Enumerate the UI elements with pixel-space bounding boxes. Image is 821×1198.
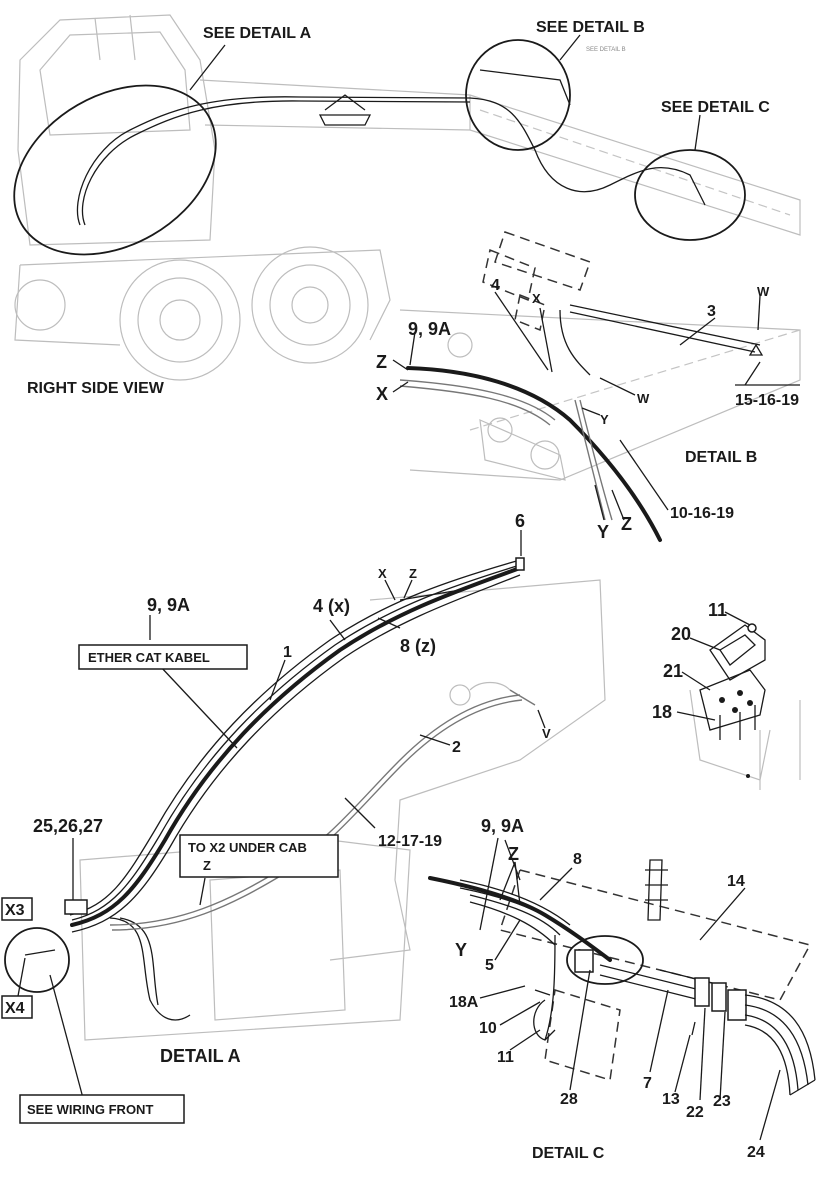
callout-z-b-2: Z: [621, 514, 632, 534]
callout-22: 22: [686, 1104, 704, 1121]
connector-6: [515, 557, 525, 571]
callout-23: 23: [713, 1093, 731, 1110]
callout-4-b: 4: [491, 277, 500, 294]
callout-z-a-small: Z: [409, 566, 417, 581]
callout-x-b: X: [376, 384, 388, 404]
callout-24: 24: [747, 1144, 765, 1161]
callout-21: 21: [663, 661, 683, 681]
callout-11-c: 11: [497, 1049, 514, 1066]
ether-cat-kabel-box: [78, 644, 248, 670]
callout-13: 13: [662, 1091, 680, 1108]
callout-20: 20: [671, 624, 691, 644]
callout-3-b: 3: [707, 303, 716, 320]
callout-25-26-27: 25,26,27: [33, 816, 103, 836]
x4-label: X4: [5, 1000, 25, 1017]
callout-9-9a-c: 9, 9A: [481, 816, 524, 836]
callout-y-b-small: Y: [600, 412, 609, 427]
detail-b-circle: [465, 39, 571, 151]
callout-14: 14: [727, 873, 745, 890]
to-x2-under-cab-label: TO X2 UNDER CAB: [188, 840, 307, 855]
callout-18a: 18A: [449, 994, 479, 1011]
callout-28: 28: [560, 1091, 578, 1108]
callout-10-c: 10: [479, 1020, 497, 1037]
callout-8-c: 8: [573, 851, 582, 868]
callout-x-a-small: X: [378, 566, 387, 581]
see-detail-a-label: SEE DETAIL A: [203, 25, 312, 42]
callout-4x: 4 (x): [313, 596, 350, 616]
see-wiring-front-label: SEE WIRING FRONT: [27, 1102, 153, 1117]
bracket-detail: 11 20 21 18: [652, 600, 801, 790]
callout-z-c: Z: [508, 844, 519, 864]
callout-z-b: Z: [376, 352, 387, 372]
detail-b-label: DETAIL B: [685, 449, 757, 466]
callout-w-b-top: W: [757, 284, 770, 299]
callout-18: 18: [652, 702, 672, 722]
detail-a-circle: [13, 84, 217, 256]
callout-1: 1: [283, 644, 292, 661]
connector-circle: [4, 927, 70, 993]
callout-2: 2: [452, 739, 461, 756]
see-detail-b-small-label: SEE DETAIL B: [586, 47, 626, 53]
callout-y-c: Y: [455, 940, 467, 960]
ether-cat-kabel-label: ETHER CAT KABEL: [88, 650, 210, 665]
callout-y-b: Y: [597, 522, 609, 542]
callout-5: 5: [485, 957, 494, 974]
see-detail-b-label: SEE DETAIL B: [536, 19, 645, 36]
callout-12-17-19: 12-17-19: [378, 833, 442, 850]
detail-a-label: DETAIL A: [160, 1046, 241, 1066]
callout-8z: 8 (z): [400, 636, 436, 656]
see-wiring-front-box: [19, 1094, 185, 1124]
x3-box: [1, 897, 33, 921]
see-detail-c-label: SEE DETAIL C: [661, 99, 770, 116]
callout-7: 7: [643, 1075, 652, 1092]
callout-z-a-small-2: Z: [203, 858, 211, 873]
callout-9-9a-a: 9, 9A: [147, 595, 190, 615]
callout-11-bracket: 11: [708, 600, 727, 620]
detail-c-circle: [634, 149, 746, 241]
detail-a: 6 X Z 9, 9A 4 (x) 8 (z) 1 ETHER CAT KABE…: [1, 511, 606, 1124]
x3-label: X3: [5, 902, 25, 919]
right-side-view-label: RIGHT SIDE VIEW: [27, 380, 165, 397]
callout-15-16-19: 15-16-19: [735, 392, 799, 409]
callout-9-9a-b: 9, 9A: [408, 319, 451, 339]
detail-c: 9, 9A Z 8 14 Y 5 18A 10 11 28 7 13 22 23…: [428, 816, 816, 1162]
right-side-view: SEE DETAIL A SEE DETAIL B SEE DETAIL B S…: [13, 14, 801, 397]
callout-6: 6: [515, 511, 525, 531]
callout-w-b-mid: W: [637, 391, 650, 406]
detail-b: 4 X W 3 9, 9A Z X W Y 15-16-19 DETAIL B …: [376, 231, 801, 542]
detail-c-label: DETAIL C: [532, 1145, 605, 1162]
to-x2-under-cab-box: [179, 834, 339, 878]
callout-v: V: [542, 726, 551, 741]
callout-x-b-small: X: [532, 291, 541, 306]
x4-box: [1, 995, 33, 1019]
callout-10-16-19: 10-16-19: [670, 505, 734, 522]
